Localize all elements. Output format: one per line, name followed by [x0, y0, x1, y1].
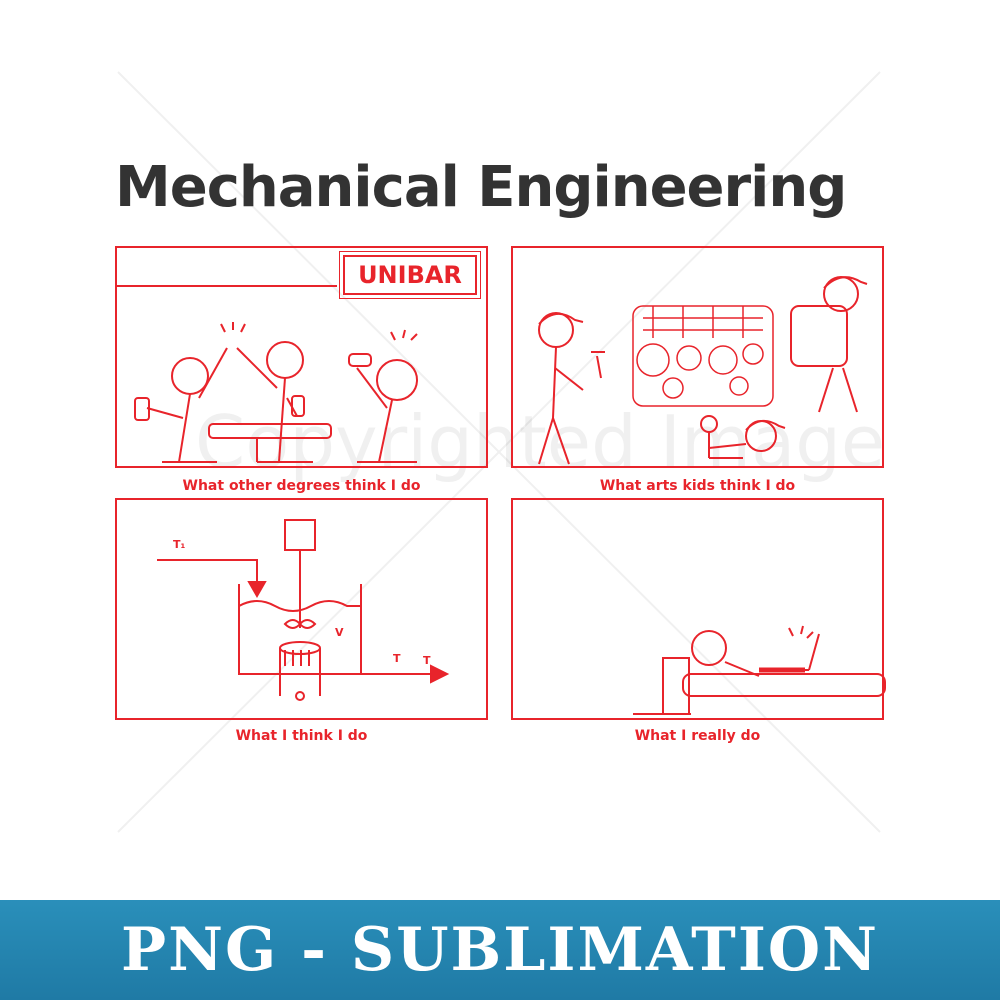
caption-really-do: What I really do — [634, 728, 761, 744]
banner-text: PNG - SUBLIMATION — [120, 915, 879, 985]
page-title: Mechanical Engineering — [115, 155, 847, 220]
caption-other-degrees: What other degrees think I do — [182, 478, 421, 494]
t2-label: T — [423, 654, 431, 667]
caption-i-think: What I think I do — [235, 728, 368, 744]
caption-arts-kids: What arts kids think I do — [599, 478, 796, 494]
engine-scene-illustration — [538, 276, 868, 465]
watermark-text: Copyrighted Image — [195, 400, 886, 484]
bar-scene-illustration — [117, 285, 418, 463]
laptop-bed-illustration — [633, 625, 886, 715]
reactor-diagram-illustration: T₁ V T T — [157, 519, 450, 701]
sublimation-banner: PNG - SUBLIMATION — [0, 900, 1000, 1000]
panel-really-do — [511, 498, 886, 720]
t-label: T — [393, 652, 401, 665]
watermark-cross — [117, 71, 881, 833]
t1-label: T₁ — [173, 538, 186, 551]
v-label: V — [335, 626, 344, 639]
panel-other-degrees — [115, 246, 488, 468]
panel-arts-kids — [511, 246, 884, 468]
unibar-sign: UNIBAR — [339, 251, 481, 299]
panel-i-think: T₁ V T T — [115, 498, 488, 720]
